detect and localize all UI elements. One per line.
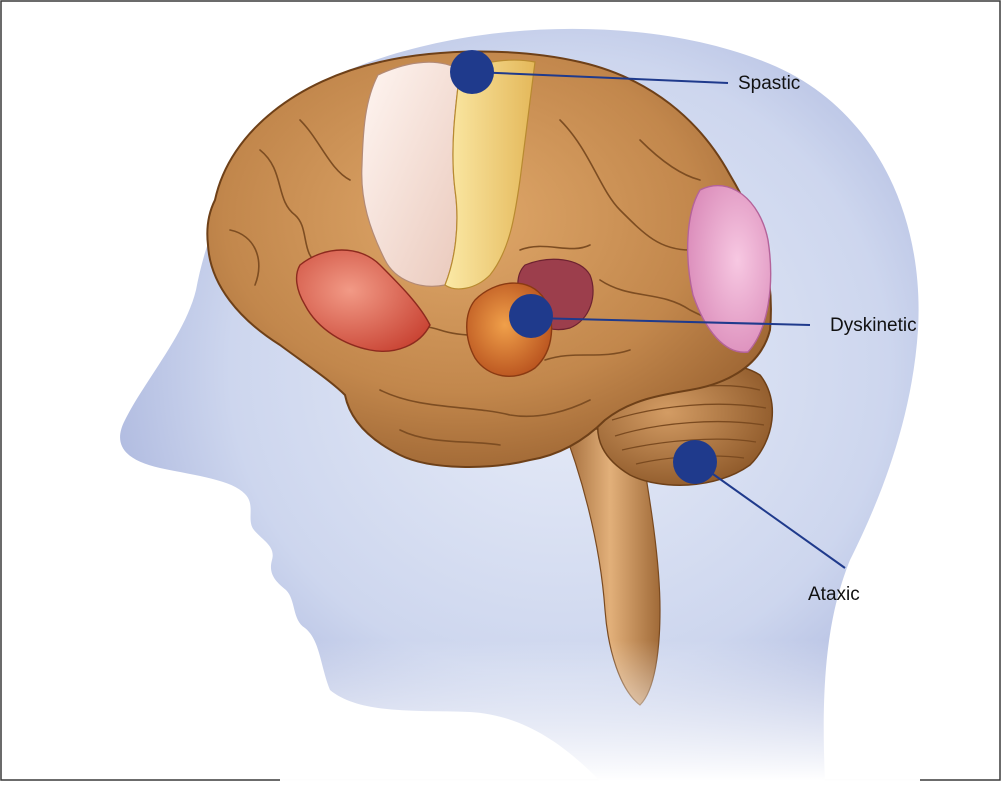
spastic-marker [450, 50, 494, 94]
neck-fade [280, 640, 920, 781]
dyskinetic-label: Dyskinetic [830, 315, 917, 336]
ataxic-label: Ataxic [808, 584, 860, 605]
spastic-label: Spastic [738, 73, 800, 94]
ataxic-marker [673, 440, 717, 484]
dyskinetic-marker [509, 294, 553, 338]
